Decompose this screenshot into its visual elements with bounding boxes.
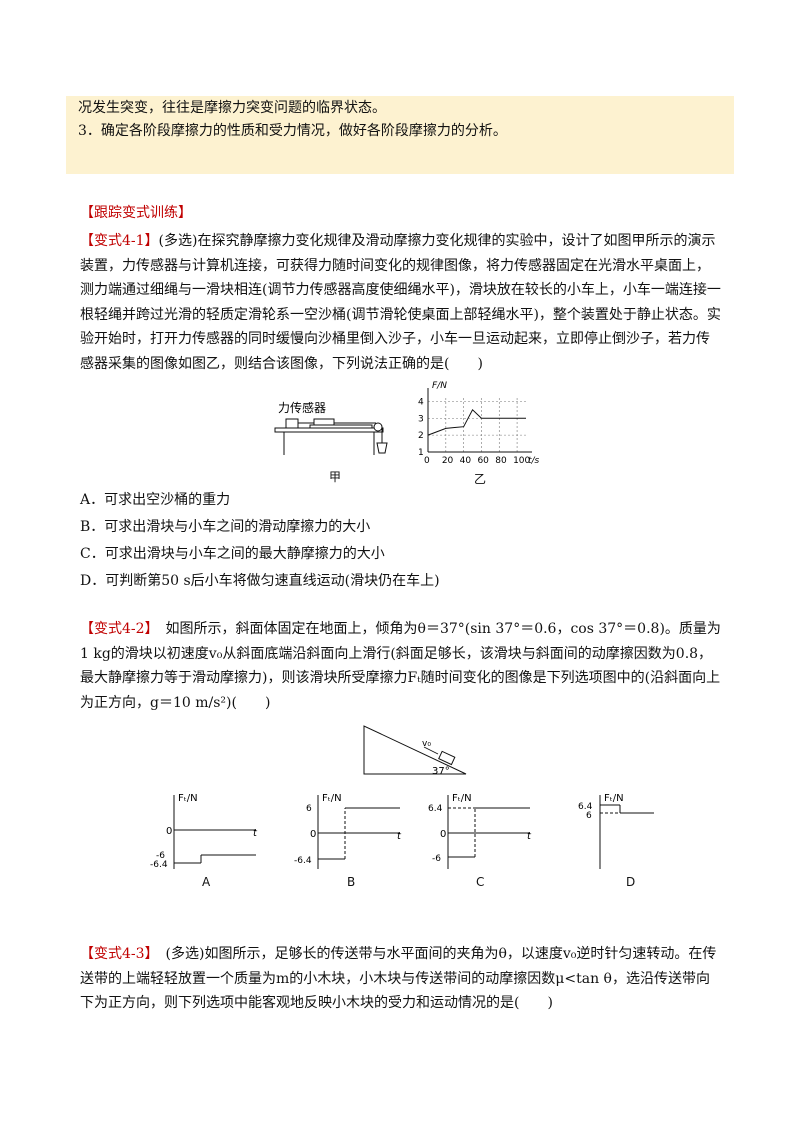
y-axis-label: F/N xyxy=(432,381,447,391)
series-line xyxy=(427,408,526,436)
svg-text:-6.4: -6.4 xyxy=(294,856,312,866)
x-tick-label: 0 xyxy=(424,456,430,466)
chart-caption: 乙 xyxy=(474,472,487,486)
figure-incline: v₀ 37° xyxy=(363,725,467,777)
svg-text:t: t xyxy=(253,828,258,839)
svg-text:Fₜ/N: Fₜ/N xyxy=(604,793,624,804)
graph-d: Fₜ/N 6.4 6 xyxy=(578,793,654,869)
tip-box: 况发生突变，往往是摩擦力突变问题的临界状态。 3．确定各阶段摩擦力的性质和受力情… xyxy=(66,96,734,174)
x-tick-label: 100 xyxy=(513,456,530,466)
question-tag: 【变式4-2】 xyxy=(80,621,152,637)
question-4-1: 【变式4-1】(多选)在探究静摩擦力变化规律及滑动摩擦力变化规律的实验中，设计了… xyxy=(80,229,722,376)
question-text: (多选)在探究静摩擦力变化规律及滑动摩擦力变化规律的实验中，设计了如图甲所示的演… xyxy=(80,233,721,372)
x-tick-label: 60 xyxy=(477,456,489,466)
graph-c-caption: C xyxy=(476,875,485,889)
graph-c: Fₜ/N 0 t 6.4 -6 xyxy=(428,793,532,869)
svg-text:0: 0 xyxy=(166,826,172,837)
svg-text:0: 0 xyxy=(310,829,316,840)
svg-text:0: 0 xyxy=(440,829,446,840)
figure-apparatus-caption: 甲 xyxy=(329,470,342,484)
question-tag: 【变式4-3】 xyxy=(80,946,152,962)
y-tick-label: 1 xyxy=(418,448,424,458)
graph-a-caption: A xyxy=(202,875,211,889)
question-text: (多选)如图所示，足够长的传送带与水平面间的夹角为θ，以速度v₀逆时针匀速转动。… xyxy=(80,946,717,1011)
question-4-3: 【变式4-3】 (多选)如图所示，足够长的传送带与水平面间的夹角为θ，以速度v₀… xyxy=(80,942,722,1016)
graph-a: Fₜ/N 0 t -6 -6.4 xyxy=(150,793,258,870)
question-tag: 【变式4-1】 xyxy=(80,233,159,249)
graph-b: Fₜ/N 0 t 6 -6.4 xyxy=(294,793,402,869)
x-tick-label: 80 xyxy=(495,456,507,466)
svg-text:6.4: 6.4 xyxy=(428,804,443,814)
svg-text:Fₜ/N: Fₜ/N xyxy=(322,793,342,804)
svg-text:-6: -6 xyxy=(156,851,165,861)
svg-text:-6.4: -6.4 xyxy=(150,860,168,870)
tip-line-1: 况发生突变，往往是摩擦力突变问题的临界状态。 xyxy=(78,100,386,116)
option-b[interactable]: B．可求出滑块与小车之间的滑动摩擦力的大小 xyxy=(80,519,371,535)
svg-text:t: t xyxy=(397,831,402,842)
x-tick-label: 40 xyxy=(460,456,472,466)
graph-d-caption: D xyxy=(626,875,636,889)
option-a[interactable]: A．可求出空沙桶的重力 xyxy=(80,492,231,508)
svg-text:6: 6 xyxy=(586,811,592,821)
svg-text:t: t xyxy=(527,831,532,842)
tip-line-2: 3．确定各阶段摩擦力的性质和受力情况，做好各阶段摩擦力的分析。 xyxy=(78,123,507,139)
figure-apparatus: 力传感器 xyxy=(274,400,388,455)
option-d[interactable]: D．可判断第50 s后小车将做匀速直线运动(滑块仍在车上) xyxy=(80,573,440,589)
question-text: 如图所示，斜面体固定在地面上，倾角为θ＝37°(sin 37°＝0.6，cos … xyxy=(80,621,721,711)
svg-text:Fₜ/N: Fₜ/N xyxy=(452,793,472,804)
x-axis-label: t/s xyxy=(528,456,540,466)
y-tick-label: 4 xyxy=(418,397,424,407)
x-tick-label: 20 xyxy=(442,456,454,466)
svg-text:Fₜ/N: Fₜ/N xyxy=(178,793,198,804)
svg-text:6: 6 xyxy=(306,804,312,814)
initial-velocity-label: v₀ xyxy=(422,739,431,749)
svg-text:-6: -6 xyxy=(432,854,441,864)
section-title: 【跟踪变式训练】 xyxy=(80,205,192,221)
y-tick-label: 2 xyxy=(418,431,424,441)
y-tick-label: 3 xyxy=(418,414,424,424)
chart-force-time: 0 20 40 60 80 100 1 2 3 4 F/N t/s xyxy=(418,381,540,466)
force-sensor-label: 力传感器 xyxy=(278,400,326,415)
svg-text:6.4: 6.4 xyxy=(578,802,593,812)
question-4-2: 【变式4-2】 如图所示，斜面体固定在地面上，倾角为θ＝37°(sin 37°＝… xyxy=(80,617,722,715)
angle-label: 37° xyxy=(432,766,450,777)
graph-b-caption: B xyxy=(347,875,356,889)
option-c[interactable]: C．可求出滑块与小车之间的最大静摩擦力的大小 xyxy=(80,546,385,562)
